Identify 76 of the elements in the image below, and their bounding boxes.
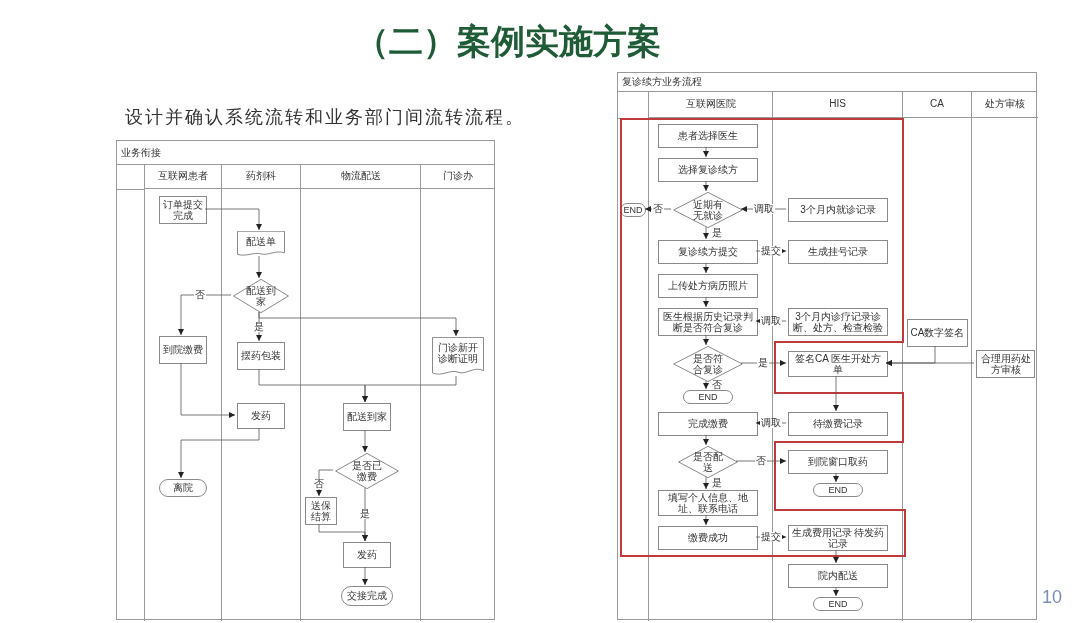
process-box: 合理用药处方审核 <box>976 350 1035 378</box>
arrow <box>703 380 709 390</box>
chart-title: 复诊续方业务流程 <box>622 77 702 87</box>
lane-header: 互联网患者 <box>158 171 208 181</box>
terminator: 离院 <box>159 479 207 497</box>
process-box: 3个月内诊疗记录诊断、处方、检查检验 <box>788 308 888 336</box>
edge-label: 是 <box>359 509 371 519</box>
page-number: 10 <box>1042 588 1063 606</box>
swimlane <box>420 164 495 621</box>
process-box: 发药 <box>343 542 391 568</box>
swimlane <box>648 91 772 621</box>
process-box: 生成费用记录 待发药记录 <box>788 525 888 551</box>
swimlane-chart <box>116 140 495 620</box>
process-box: 发药 <box>237 403 285 429</box>
swimlane <box>902 91 971 621</box>
edge-label: 调取 <box>760 316 782 326</box>
process-box: 完成缴费 <box>658 412 758 436</box>
process-box: 院内配送 <box>788 564 888 588</box>
edge-label: 否 <box>313 479 325 489</box>
document-shape: 配送单 <box>237 231 285 257</box>
process-box: CA数字签名 <box>907 319 968 347</box>
edge-label: 否 <box>194 290 206 300</box>
edge-label: 提交 <box>760 246 782 256</box>
process-box: 待缴费记录 <box>788 412 888 436</box>
edge-label: 否 <box>755 456 767 466</box>
decision-diamond: 配送到家 <box>233 279 289 313</box>
swimlane-chart <box>617 72 1037 620</box>
swimlane <box>772 91 902 621</box>
process-box: 摆药包装 <box>237 342 285 370</box>
process-box: 生成挂号记录 <box>788 240 888 264</box>
lane-header: 互联网医院 <box>685 99 736 109</box>
process-box: 3个月内就诊记录 <box>788 198 888 222</box>
edge-label: 调取 <box>753 204 775 214</box>
process-box: 填写个人信息、地址、联系电话 <box>658 490 758 516</box>
edge-label: 否 <box>652 204 664 214</box>
process-box: 送保结算 <box>305 497 337 525</box>
lane-header: 处方审核 <box>985 99 1025 109</box>
chart-title: 业务衔接 <box>121 147 161 158</box>
decision-diamond: 是否配送 <box>678 446 738 478</box>
lane-header: HIS <box>829 99 846 109</box>
process-box: 上传处方病历照片 <box>658 274 758 298</box>
swimlane <box>221 164 300 621</box>
edge-label: 调取 <box>760 418 782 428</box>
process-box: 选择复诊续方 <box>658 158 758 182</box>
swimlane <box>144 164 221 621</box>
process-box: 配送到家 <box>343 403 391 431</box>
terminator: 交接完成 <box>341 586 393 606</box>
process-box: 缴费成功 <box>658 526 758 550</box>
document-shape: 门诊新开诊断证明 <box>432 337 484 377</box>
lane-header: 门诊办 <box>443 171 473 181</box>
edge-label: 是 <box>711 478 723 488</box>
terminator: END <box>813 597 863 611</box>
process-box: 患者选择医生 <box>658 124 758 148</box>
edge-label: 否 <box>711 380 723 390</box>
subtitle: 设计并确认系统流转和业务部门间流转流程。 <box>125 108 525 126</box>
edge-label: 是 <box>711 228 723 238</box>
process-box: 到院缴费 <box>159 336 207 364</box>
lane-header: 药剂科 <box>246 171 276 181</box>
terminator: END <box>813 483 863 497</box>
process-box: 复诊续方提交 <box>658 240 758 264</box>
decision-diamond: 近期有无就诊 <box>673 192 743 228</box>
swimlane <box>971 91 1038 621</box>
edge-label: 是 <box>757 358 769 368</box>
page-title: （二）案例实施方案 <box>355 24 661 58</box>
process-box: 订单提交完成 <box>159 196 207 224</box>
decision-diamond: 是否已缴费 <box>335 453 399 489</box>
terminator: END <box>620 203 646 217</box>
terminator: END <box>683 390 733 404</box>
lane-header: 物流配送 <box>340 171 381 181</box>
swimlane <box>300 164 420 621</box>
process-box: 医生根据历史记录判断是否符合复诊 <box>658 308 758 336</box>
edge-label: 是 <box>253 322 265 332</box>
process-box: 到院窗口取药 <box>788 450 888 474</box>
lane-header: CA <box>930 99 944 109</box>
edge-label: 提交 <box>760 532 782 542</box>
process-box: 签名CA 医生开处方单 <box>788 351 888 377</box>
